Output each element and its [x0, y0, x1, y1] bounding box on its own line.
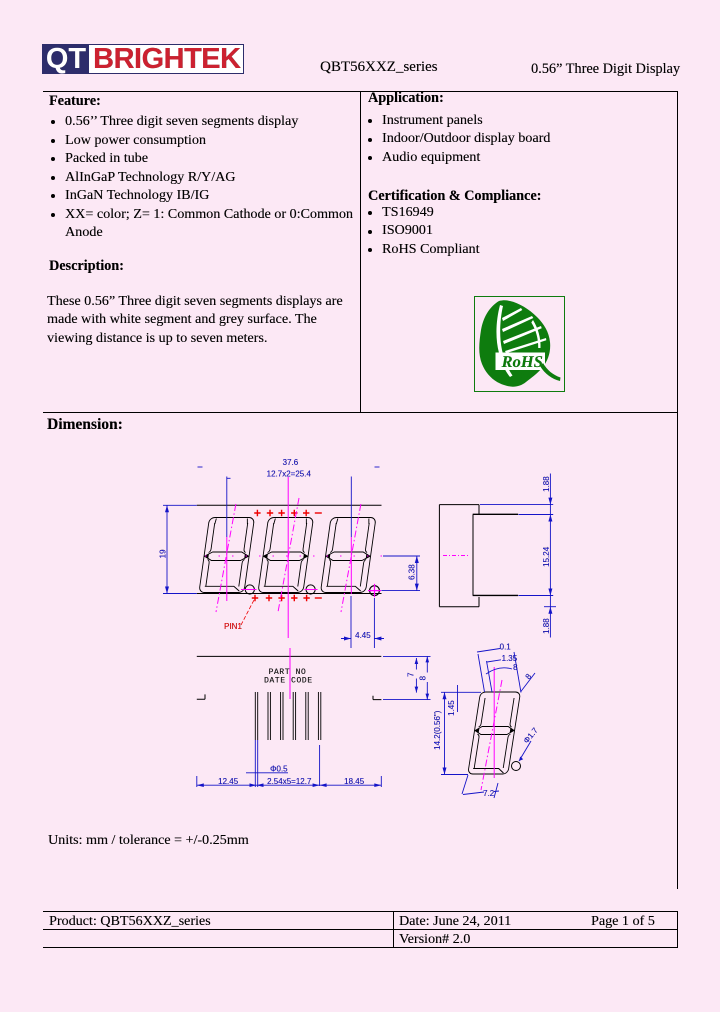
svg-text:7: 7: [407, 672, 416, 677]
svg-text:37.6: 37.6: [283, 458, 299, 467]
svg-text:12.7x2=25.4: 12.7x2=25.4: [267, 469, 312, 478]
svg-text:Φ1.7: Φ1.7: [522, 726, 540, 746]
svg-text:1.45: 1.45: [447, 700, 456, 716]
svg-text:1.35: 1.35: [502, 654, 518, 663]
svg-text:4.45: 4.45: [355, 631, 371, 640]
svg-text:DATE CODE: DATE CODE: [264, 677, 313, 686]
svg-text:1.88: 1.88: [542, 618, 551, 634]
svg-text:18.45: 18.45: [344, 777, 365, 786]
svg-text:8: 8: [419, 676, 428, 681]
svg-text:19: 19: [159, 549, 168, 558]
svg-text:6.38: 6.38: [407, 564, 416, 580]
svg-text:8: 8: [513, 663, 518, 672]
svg-text:14.2(0.56"): 14.2(0.56"): [433, 710, 442, 750]
svg-text:8: 8: [523, 672, 533, 681]
svg-text:Φ0.5: Φ0.5: [270, 764, 288, 773]
svg-text:PIN1: PIN1: [224, 622, 242, 631]
svg-text:15.24: 15.24: [542, 546, 551, 567]
svg-text:RoHS: RoHS: [501, 352, 543, 371]
svg-text:0.1: 0.1: [500, 643, 512, 652]
svg-text:2.54x5=12.7: 2.54x5=12.7: [267, 777, 312, 786]
svg-text:1.88: 1.88: [542, 476, 551, 492]
svg-text:PART NO: PART NO: [269, 668, 307, 677]
svg-text:7.2: 7.2: [483, 789, 495, 798]
svg-text:12.45: 12.45: [218, 777, 239, 786]
